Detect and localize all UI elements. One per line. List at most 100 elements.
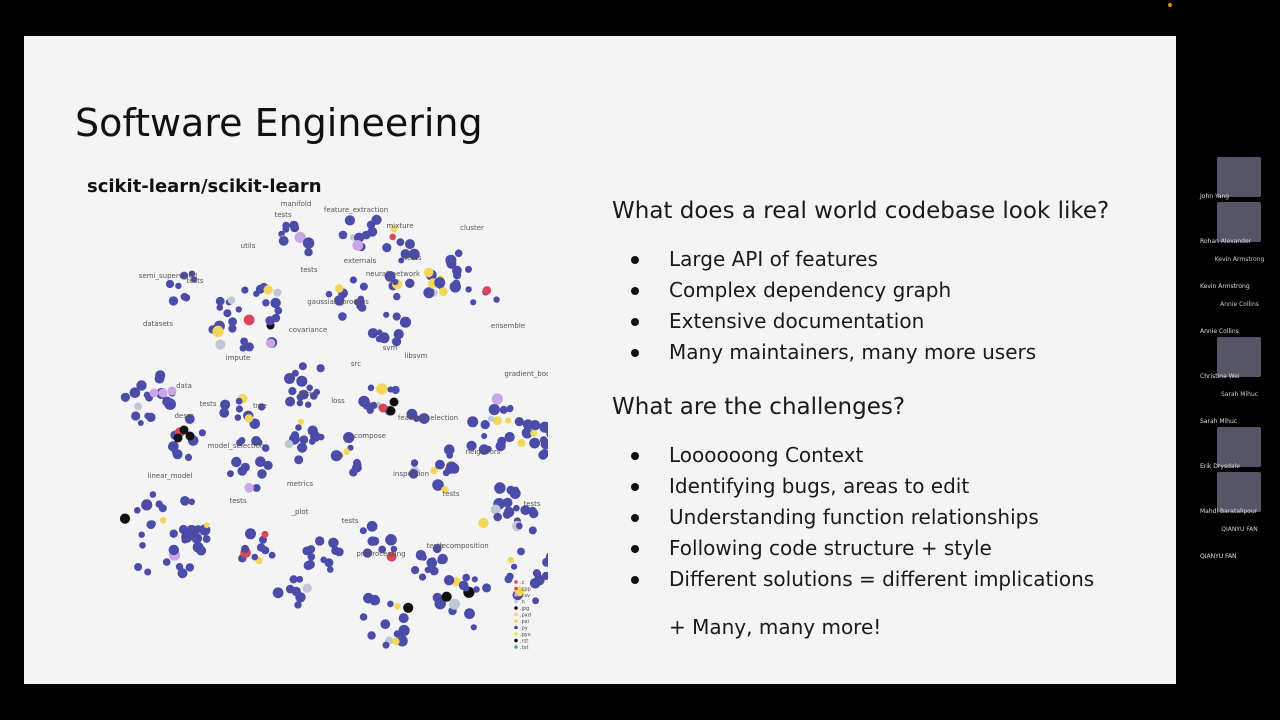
file-node (491, 393, 503, 405)
file-node (223, 309, 232, 318)
file-node (196, 545, 207, 556)
file-node (532, 569, 541, 577)
file-node (504, 431, 515, 443)
file-node (504, 575, 513, 584)
file-node (284, 373, 295, 384)
participant-center-name: Sarah Mihuc (1220, 391, 1259, 398)
participant-tile[interactable]: Erik Drysdale (1199, 426, 1280, 471)
file-node (262, 299, 270, 307)
file-node (467, 416, 479, 428)
file-node (539, 436, 548, 444)
file-node (449, 281, 461, 293)
file-node (481, 433, 488, 439)
file-node (441, 486, 449, 494)
participant-video (1217, 202, 1261, 242)
file-node (324, 558, 334, 568)
graph-label: tests (229, 497, 246, 505)
file-node (392, 312, 401, 321)
file-node (478, 517, 489, 529)
file-node (305, 401, 312, 408)
file-node (240, 462, 250, 472)
file-node (493, 416, 502, 426)
file-node (349, 276, 357, 284)
graph-label: neural_network (366, 270, 421, 278)
file-node (378, 403, 388, 413)
file-node (528, 526, 537, 535)
participant-tile[interactable]: Christina Wei (1199, 336, 1280, 381)
file-node (367, 631, 376, 640)
file-node (506, 405, 514, 413)
participant-tile[interactable]: Mahdi Baratalipour (1199, 471, 1280, 516)
file-node (164, 398, 176, 410)
file-node (391, 385, 400, 395)
file-node (263, 460, 273, 470)
participant-tile[interactable]: Rohan Alexander (1199, 201, 1280, 246)
file-node (137, 420, 144, 426)
file-node (389, 233, 397, 241)
participant-name: Mahdi Baratalipour (1200, 508, 1258, 515)
file-node (299, 435, 309, 444)
file-node (400, 249, 411, 259)
file-node (532, 597, 539, 605)
file-node (185, 563, 195, 572)
file-node (272, 587, 284, 599)
file-node (394, 602, 401, 610)
file-node (366, 520, 378, 532)
file-node (473, 586, 480, 593)
file-node (347, 444, 354, 451)
file-node (274, 306, 283, 315)
graph-label: tests (442, 490, 459, 498)
file-node (446, 258, 457, 269)
file-node (520, 505, 531, 516)
file-node (278, 236, 289, 246)
file-node (285, 396, 296, 407)
participant-tile[interactable]: John Yang (1199, 156, 1280, 201)
file-node (251, 436, 261, 446)
file-node (235, 405, 243, 413)
file-node (384, 271, 396, 282)
file-node (288, 387, 297, 396)
graph-label: covariance (289, 326, 327, 334)
legend-label: .cpp (520, 587, 531, 593)
section1-bullet: Complex dependency graph (629, 275, 1036, 306)
legend-label: .pxd (520, 613, 531, 619)
file-node (432, 479, 444, 491)
file-node (382, 641, 390, 649)
graph-label: utils (241, 242, 256, 250)
file-node (198, 429, 206, 437)
file-node (470, 299, 477, 306)
file-node (390, 225, 398, 233)
file-node (488, 404, 500, 416)
file-node (490, 504, 501, 515)
file-node (294, 231, 306, 243)
file-node (325, 290, 333, 298)
file-node (302, 546, 312, 556)
file-node (268, 551, 276, 559)
file-node (370, 536, 380, 546)
recording-indicator (1168, 3, 1172, 7)
file-node (507, 556, 515, 564)
file-node (219, 408, 230, 418)
file-node (296, 375, 308, 387)
file-node (215, 296, 225, 306)
graph-label: tests (426, 542, 443, 550)
legend-swatch (514, 606, 518, 610)
file-node (349, 468, 358, 477)
file-node (227, 470, 234, 478)
file-node (418, 413, 430, 424)
graph-label: decomposition (437, 542, 488, 550)
file-node (538, 450, 548, 460)
graph-label: compose (354, 432, 386, 440)
graph-label: descr (174, 412, 193, 420)
file-node (154, 373, 165, 384)
file-node (466, 440, 477, 451)
file-node (529, 508, 539, 519)
file-node (212, 325, 224, 338)
file-node (185, 431, 195, 441)
file-node (298, 389, 309, 400)
